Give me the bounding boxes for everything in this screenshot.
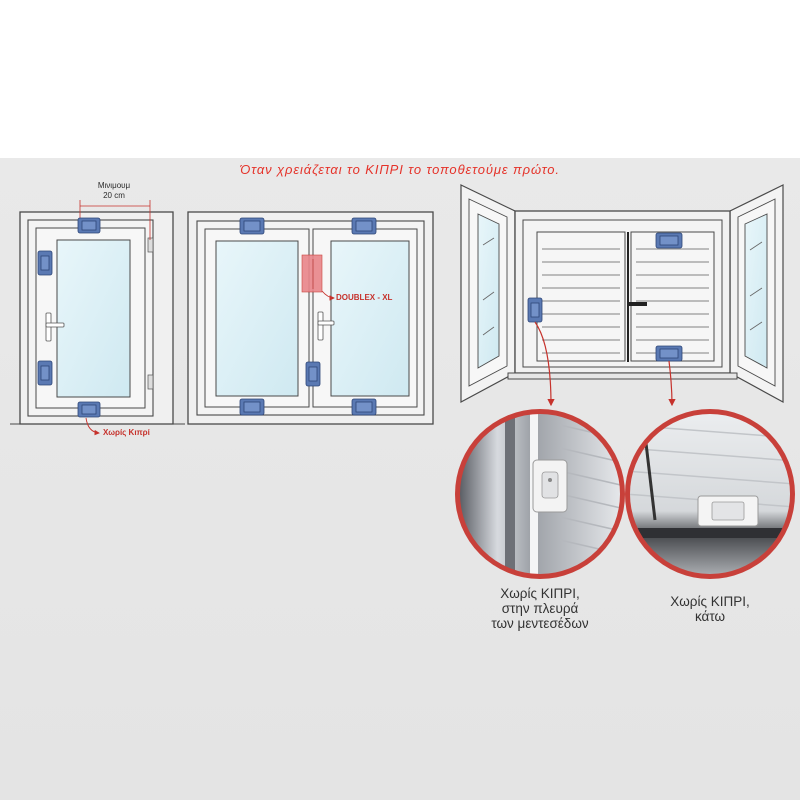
lock-icon — [37, 360, 53, 386]
no-hinge-label: Χωρίς Κιπρί — [103, 428, 150, 437]
page-title: Όταν χρειάζεται το ΚΙΠΡΙ το τοποθετούμε … — [240, 162, 560, 177]
lock-icon — [351, 217, 377, 235]
lock-icon — [239, 217, 265, 235]
lock-icon — [77, 217, 101, 234]
lock-icon — [77, 401, 101, 418]
lock-icon — [37, 250, 53, 276]
lock-icon — [239, 398, 265, 416]
min-distance-line1: Μινιμουμ — [97, 181, 131, 190]
doublex-label: DOUBLEX - XL — [336, 293, 393, 302]
lock-icon — [305, 361, 321, 387]
lock-icon — [655, 345, 683, 362]
right-caption-line1: Χωρίς ΚΙΠΡΙ, — [670, 594, 750, 609]
left-caption-line2: στην πλευρά — [501, 601, 579, 616]
photo-bottom — [625, 409, 795, 579]
lock-icon — [527, 297, 543, 323]
right-caption-line2: κάτω — [694, 609, 726, 624]
lock-icon — [655, 232, 683, 249]
lock-icon — [351, 398, 377, 416]
right-photo-caption: Χωρίς ΚΙΠΡΙ, κάτω — [630, 594, 790, 624]
min-distance-label: Μινιμουμ 20 cm — [84, 181, 144, 201]
single-door — [10, 200, 185, 425]
left-caption-line3: των μεντεσέδων — [491, 616, 589, 631]
door1-lock-group — [37, 217, 101, 418]
double-door — [187, 211, 434, 425]
photo-hinge-side — [455, 409, 625, 579]
window-with-shutters — [460, 184, 784, 404]
left-photo-caption: Χωρίς ΚΙΠΡΙ, στην πλευρά των μεντεσέδων — [455, 586, 625, 631]
left-caption-line1: Χωρίς ΚΙΠΡΙ, — [500, 586, 580, 601]
door2-lock-group — [239, 217, 377, 416]
min-distance-line2: 20 cm — [103, 191, 125, 200]
shutter-slats — [542, 248, 709, 354]
